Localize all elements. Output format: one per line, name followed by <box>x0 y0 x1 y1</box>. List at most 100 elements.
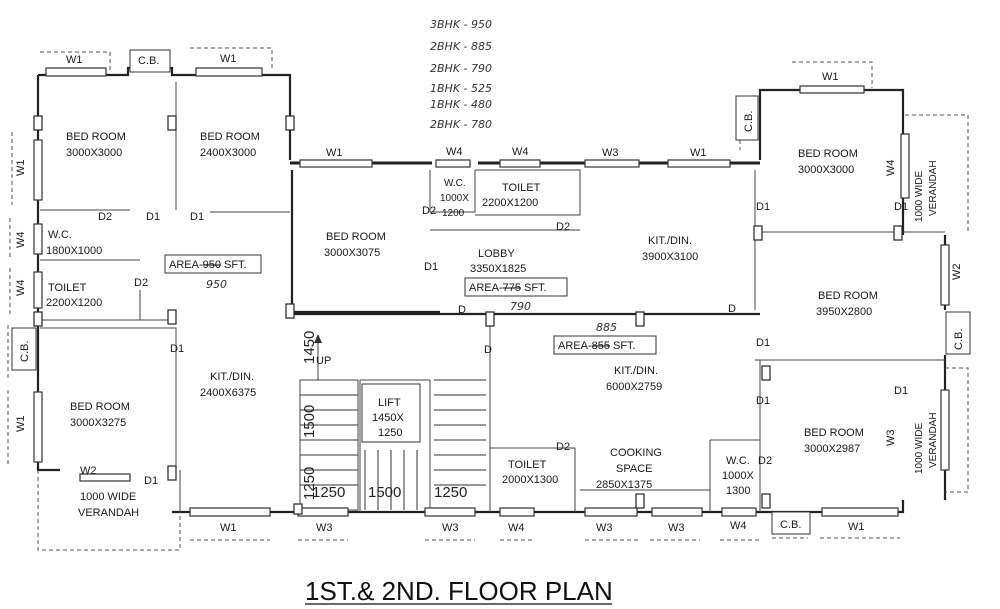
svg-text:D2: D2 <box>134 277 148 289</box>
lift-size2: 1250 <box>378 427 402 439</box>
area-tag-box-1 <box>164 254 262 274</box>
svg-text:W1: W1 <box>220 53 237 65</box>
stair-width-3: 1250 <box>434 484 467 501</box>
room-wc3-size2: 1300 <box>726 485 750 497</box>
svg-text:D2: D2 <box>98 211 112 223</box>
room-toilet1-size: 2200X1200 <box>46 297 102 309</box>
room-cooking-name: COOKING <box>610 447 662 459</box>
stair-width-2: 1500 <box>368 484 401 501</box>
svg-text:W4: W4 <box>15 280 27 297</box>
svg-text:D1: D1 <box>894 201 908 213</box>
stair-dim-1: 1450 <box>301 331 318 364</box>
room-bed7-size: 3000X2987 <box>804 443 860 455</box>
verandah-outline-right-top <box>905 114 969 232</box>
svg-text:D2: D2 <box>556 221 570 233</box>
verandah2-line1: 1000 WIDE <box>914 171 925 222</box>
room-wc2-size2: 1200 <box>442 208 465 219</box>
room-wc2-name: W.C. <box>444 178 466 189</box>
svg-text:W3: W3 <box>316 522 333 534</box>
svg-text:W4: W4 <box>512 146 529 158</box>
note-2: 2BHK - 885 <box>430 40 492 53</box>
lift-size: 1450X <box>372 412 404 424</box>
cb-box-5 <box>771 511 811 535</box>
svg-text:D1: D1 <box>424 261 438 273</box>
cb-box-4 <box>945 311 971 355</box>
area3-note: 885 <box>596 321 617 334</box>
room-kit2-name: KIT./DIN. <box>648 235 692 247</box>
room-bed5-size: 3000X3000 <box>798 164 854 176</box>
room-bed2-size: 2400X3000 <box>200 147 256 159</box>
cb-box-3 <box>735 95 759 141</box>
svg-text:D: D <box>458 304 466 316</box>
columns <box>33 115 903 515</box>
room-bed3-name: BED ROOM <box>70 401 130 413</box>
svg-text:D2: D2 <box>422 205 436 217</box>
svg-text:D1: D1 <box>144 475 158 487</box>
room-bed6-name: BED ROOM <box>818 290 878 302</box>
room-wc3-name: W.C. <box>726 455 750 467</box>
verandah1-line1: 1000 WIDE <box>80 491 136 503</box>
room-bed6-size: 3950X2800 <box>816 306 872 318</box>
svg-text:D1: D1 <box>894 385 908 397</box>
svg-text:W1: W1 <box>220 522 237 534</box>
opening-marks: W1 C.B. W1 W1 W4 W4 W3 W1 W1 C.B. W4 W2 … <box>15 53 965 534</box>
room-kit3-size: 6000X2759 <box>606 381 662 393</box>
svg-text:D1: D1 <box>190 211 204 223</box>
left-flat-outline <box>38 66 292 160</box>
verandah-outline-right-bottom <box>945 367 969 493</box>
svg-text:C.B.: C.B. <box>19 341 31 362</box>
stair-dim-2: 1500 <box>301 405 318 438</box>
room-bed4-size: 3000X3075 <box>324 247 380 259</box>
room-toilet2-size: 2200X1200 <box>482 197 538 209</box>
svg-text:W4: W4 <box>885 160 897 177</box>
area-tag-box-3 <box>553 335 657 355</box>
note-5: 1BHK - 480 <box>430 98 492 111</box>
window-projection-top <box>40 47 873 150</box>
svg-text:W4: W4 <box>730 520 747 532</box>
svg-text:C.B.: C.B. <box>953 329 965 350</box>
svg-text:D1: D1 <box>170 343 184 355</box>
svg-text:C.B.: C.B. <box>780 519 801 531</box>
windows <box>33 67 950 517</box>
interior-partitions <box>40 82 945 512</box>
cb-box-2 <box>11 327 37 371</box>
window-projection-left <box>7 132 13 465</box>
room-bed1-size: 3000X3000 <box>66 147 122 159</box>
svg-text:D1: D1 <box>756 201 770 213</box>
note-1: 3BHK - 950 <box>430 18 492 31</box>
svg-text:W1: W1 <box>848 521 865 533</box>
svg-text:W1: W1 <box>15 416 27 433</box>
svg-text:C.B.: C.B. <box>138 55 159 67</box>
svg-text:W1: W1 <box>326 147 343 159</box>
verandah-outline-left <box>37 470 181 551</box>
lift-name: LIFT <box>378 397 401 409</box>
verandah3-line2: VERANDAH <box>928 412 939 468</box>
stair-dim-3: 1250 <box>301 467 318 500</box>
svg-text:W1: W1 <box>822 71 839 83</box>
room-lobby-name: LOBBY <box>478 248 515 260</box>
svg-text:W3: W3 <box>668 522 685 534</box>
svg-text:W3: W3 <box>602 147 619 159</box>
svg-text:D2: D2 <box>556 441 570 453</box>
verandah3-line1: 1000 WIDE <box>914 423 925 474</box>
room-kit1-size: 2400X6375 <box>200 387 256 399</box>
room-wc1-name: W.C. <box>48 229 72 241</box>
svg-text:C.B.: C.B. <box>743 111 755 132</box>
svg-text:D1: D1 <box>756 337 770 349</box>
stair-width-1: 1250 <box>312 484 345 501</box>
page-title: 1ST.& 2ND. FLOOR PLAN <box>305 576 613 606</box>
note-3: 2BHK - 790 <box>430 62 492 75</box>
room-toilet3-size: 2000X1300 <box>502 474 558 486</box>
room-bed3-size: 3000X3275 <box>70 417 126 429</box>
svg-text:W1: W1 <box>66 54 83 66</box>
svg-text:W2: W2 <box>80 465 97 477</box>
svg-text:W3: W3 <box>885 430 897 447</box>
svg-text:D: D <box>484 344 492 356</box>
svg-text:W3: W3 <box>596 522 613 534</box>
room-bed2-name: BED ROOM <box>200 131 260 143</box>
svg-text:W3: W3 <box>442 522 459 534</box>
room-lobby-size: 3350X1825 <box>470 263 526 275</box>
